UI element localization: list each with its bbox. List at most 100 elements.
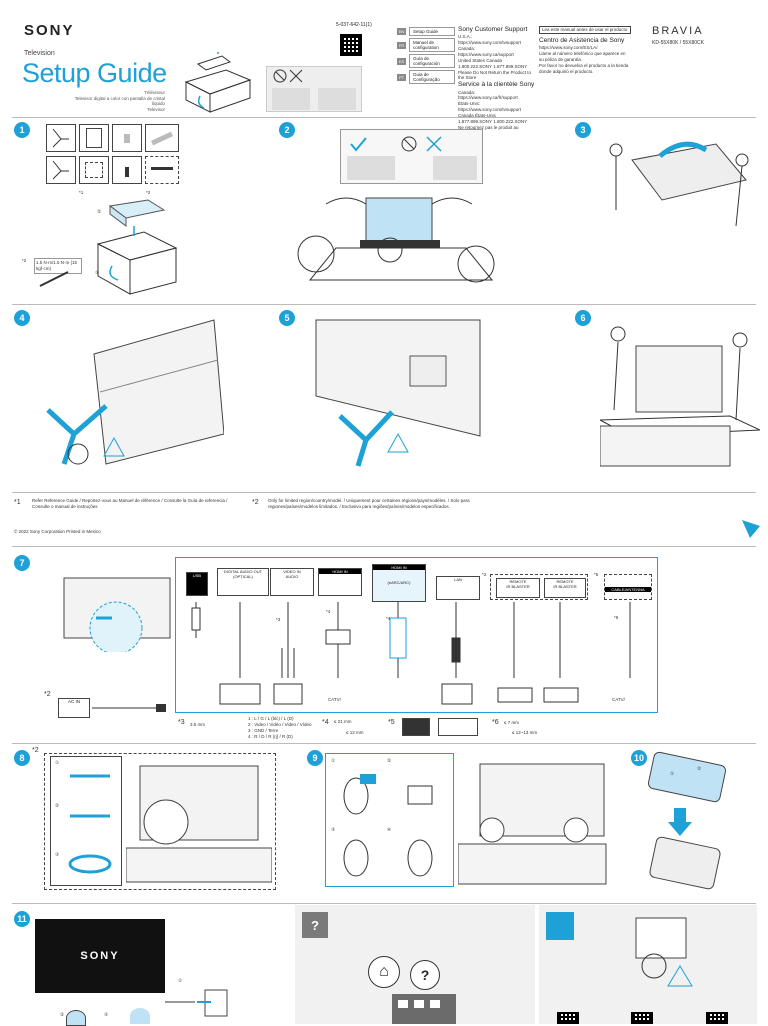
footnote-mark: *6 [492,719,499,726]
down-arrow-icon [668,808,692,836]
coax-size-b: ≤ 12~13 mm [512,730,538,735]
divider [12,492,756,493]
bravia-logo: BRAVIA [652,25,704,37]
sub-step-label: ③ [104,1012,109,1017]
remote-power-icon [130,1008,150,1024]
cable-clip-illustration [68,774,112,874]
divider [12,117,756,118]
footnote-mark: *4 [322,719,329,726]
catv-label: CATV/ [612,697,625,702]
divider [12,304,756,305]
tv-screen: SONY [35,919,165,993]
footnote-mark: *2 [252,499,259,506]
footnote-text: Only for limited region/country/model. /… [268,498,470,509]
wall-mount-icon [546,912,574,940]
step-number: 5 [279,310,295,326]
port-lan: LAN [436,576,480,600]
divider [12,743,756,744]
page-title: Setup Guide [22,58,167,88]
support-info-es: Lea este manual antes de usar el product… [539,26,631,75]
hdmi-size-b: ≤ 12 mm [346,730,364,735]
footnote-mark: *6 [614,615,619,620]
step-number: 6 [575,310,591,326]
port-antenna: CABLE/ANTENNA [604,574,652,600]
step-number: 11 [14,911,30,927]
attach-stand-right-illustration [315,319,481,467]
step-number: 3 [575,122,591,138]
cable-management-panel [44,753,276,890]
product-category: Television [24,50,55,57]
sub-step-label: ② [60,1012,65,1017]
port-digital-audio-out: DIGITAL AUDIO OUT(OPTICAL) [217,568,269,596]
home-button-icon: ⌂ [368,956,400,988]
remote-top-illustration [646,750,728,804]
sub-step-label: ④ [387,827,392,832]
footnote-mark: *2 [22,258,27,263]
model-number: KD-55X80K / 55X80CK [652,40,704,46]
sub-step-label: ② [55,803,60,808]
place-tv-illustration [600,326,760,467]
tv-cable-illustration [126,765,272,883]
tv-tie-illustration [458,763,607,885]
port-hdmi-earc: HDMI IN (eARC/ARC) [372,564,426,602]
attach-stand-left-illustration [46,319,224,465]
help-icon: ? [302,912,328,938]
port-hdmi-in: HDMI IN [318,568,362,596]
sub-step-label: ② [697,766,702,771]
footnote-mark: *3 [276,617,281,622]
cable-tie-panel [325,753,454,887]
support-info-en: Sony Customer Support U.S.A.: https://ww… [458,26,535,136]
catv-label: CATV/ [328,697,341,702]
plug-pinout: 1 : L / G / L (blc) / L (D) 2 : Video / … [248,716,312,739]
tv-rear-illustration [63,577,171,652]
step-number: 2 [279,122,295,138]
sub-step-label: ① [331,758,336,763]
footnote-mark: *4 [326,609,331,614]
hdmi-size-a: ≤ 21 mm [334,719,352,724]
sub-step-label: ② [97,209,102,214]
footnote-mark: *5 [388,719,395,726]
qr-code [557,1012,579,1024]
port-usb: USB [186,572,208,596]
screwdriver-icon [39,271,69,287]
sub-step-label: ② [387,758,392,763]
footnote-mark: *3 [178,719,185,726]
sub-step-label: ① [670,771,675,776]
ac-in-box: AC IN [58,698,90,718]
unbox-stand-illustration [96,199,178,295]
divider [12,903,756,904]
flip-tv-illustration [609,141,749,227]
subtitle: Téléviseur Televisor digital a color con… [74,90,165,112]
step-number: 4 [14,310,30,326]
document-number: 5-037-642-11(1) [336,22,372,28]
remote-battery-illustration [648,835,722,891]
connections-panel [175,557,658,713]
power-plug-illustration [165,989,228,1017]
footnote-mark: *4 [386,616,391,621]
coax-size-a: ≤ 7 mm [504,720,519,725]
qr-code [706,1012,728,1024]
screw-spec: 1.5 N·m/1.5 N·m {15 kgf·cm} [34,258,82,274]
connection-cables-illustration [191,602,631,705]
footnote-mark: *2 [32,747,39,754]
step-number: 1 [14,122,30,138]
plug-size: 3.5 mm [190,722,206,727]
wall-mount-illustration [635,917,693,987]
check-panel [340,129,483,184]
copyright: © 2022 Sony Corporation Printed in Mexic… [14,529,101,534]
divider [12,546,756,547]
step-number: 10 [631,750,647,766]
cable-tie-illustration [343,774,433,877]
step-number: 7 [14,555,30,571]
step-number: 9 [307,750,323,766]
help-button-icon: ? [410,960,440,990]
lift-tv-illustration [297,197,495,283]
footnote-text: Refer Reference Guide / Reportez-vous au… [32,498,228,509]
sub-step-label: ① [55,760,60,765]
footnote-mark: *2 [482,572,487,577]
remote-home-illustration [392,994,456,1024]
footnote-mark: *1 [14,499,21,506]
